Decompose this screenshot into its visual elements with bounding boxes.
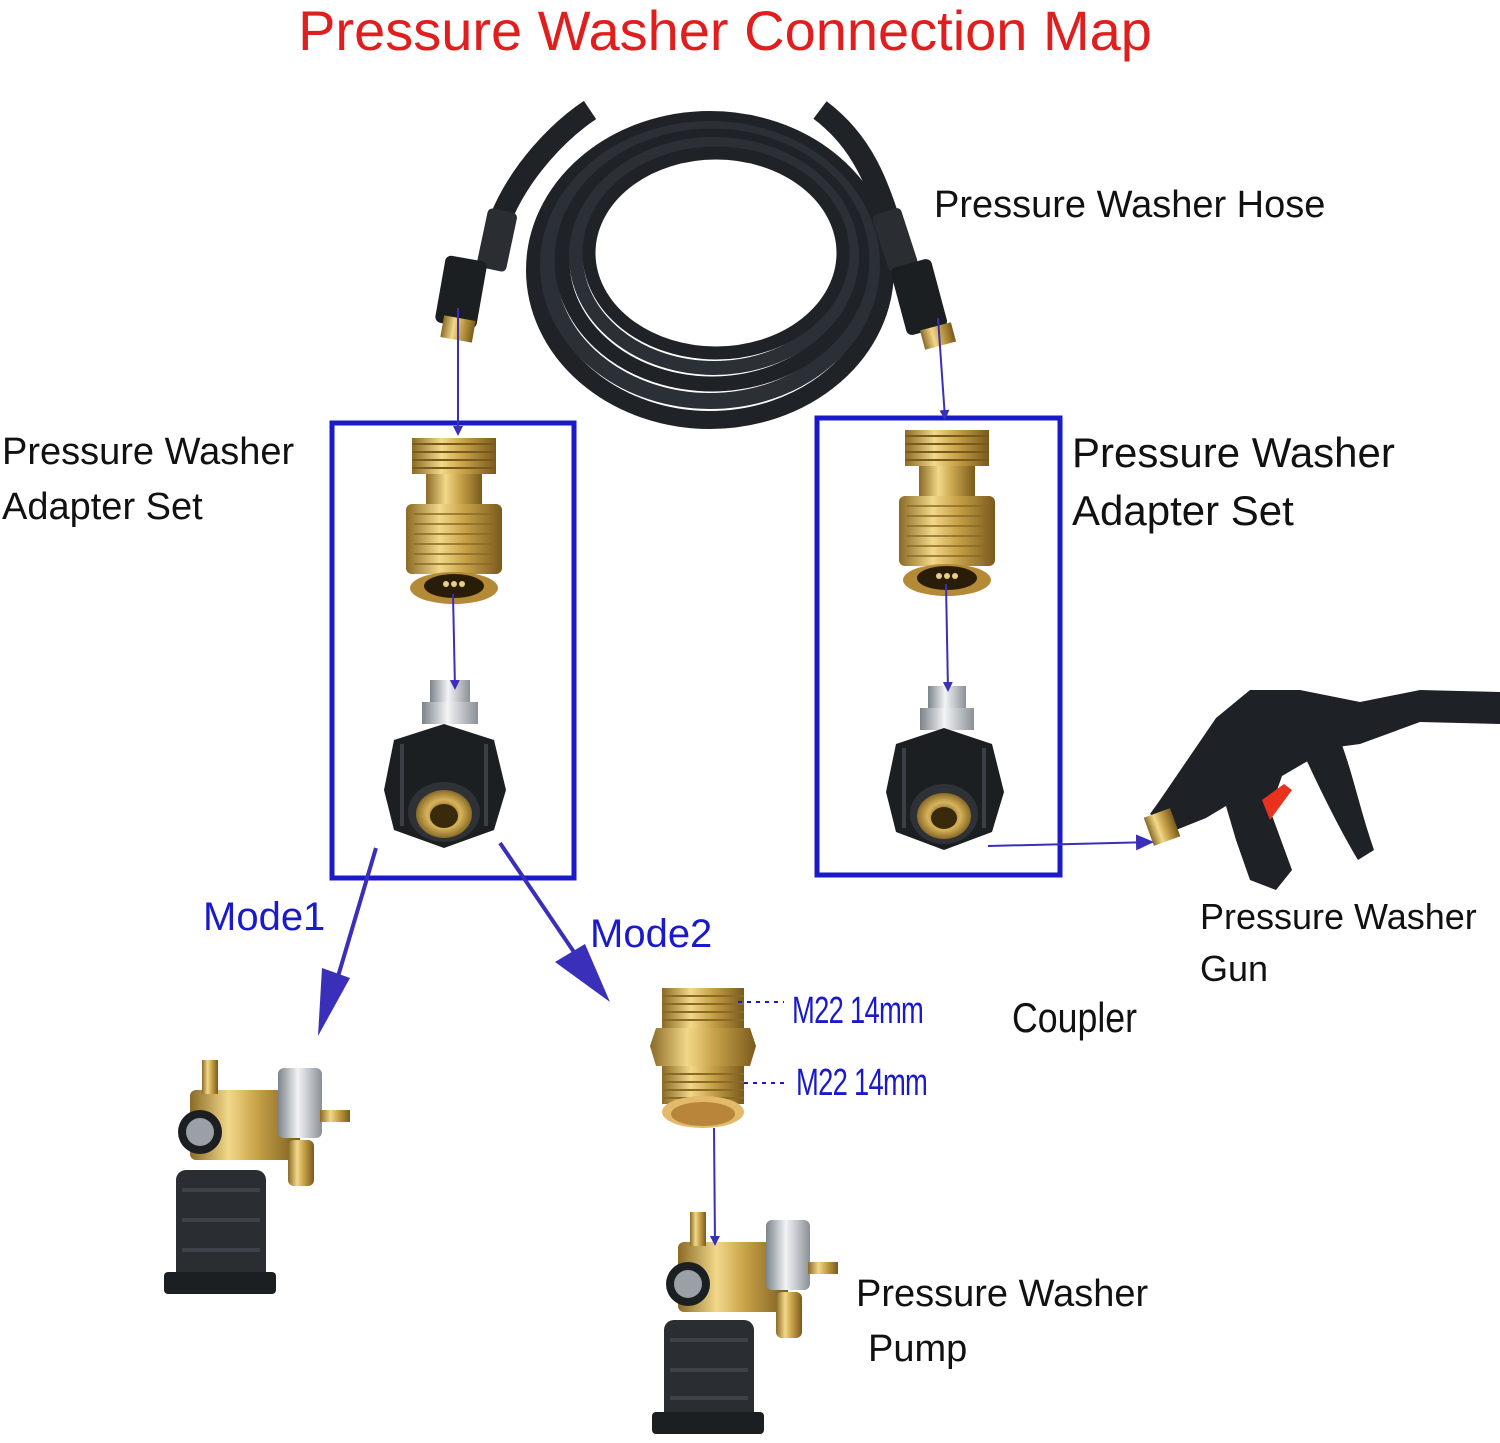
pressure-washer-pump-mode1 — [164, 1060, 350, 1294]
dimension-bottom-label: M22 14mm — [796, 1062, 928, 1104]
pump-label-line1: Pressure Washer — [856, 1273, 1149, 1315]
brass-quick-coupler-right — [899, 430, 995, 596]
brass-m22-coupler — [650, 988, 756, 1128]
pressure-washer-hose — [435, 100, 957, 429]
adapter-left-label-line2: Adapter Set — [2, 486, 203, 528]
m22-black-adapter-right — [886, 686, 1004, 850]
hose-label: Pressure Washer Hose — [934, 184, 1326, 226]
mode1-label: Mode1 — [203, 895, 326, 939]
arrow-mode1 — [318, 847, 378, 1036]
hose-left-end-fitting — [435, 208, 517, 343]
adapter-set-right-frame — [814, 415, 1063, 878]
m22-black-adapter-left — [384, 680, 506, 848]
arrow-adapter-to-gun — [987, 834, 1154, 851]
adapter-right-label-line2: Adapter Set — [1072, 487, 1294, 534]
arrow-mode2 — [498, 841, 610, 1002]
adapter-right-label-line1: Pressure Washer — [1072, 429, 1395, 476]
adapter-left-label-line1: Pressure Washer — [2, 431, 295, 473]
gun-label-line1: Pressure Washer — [1200, 896, 1477, 937]
arrow-coupler-to-pump — [709, 1127, 720, 1246]
gun-label-line2: Gun — [1200, 948, 1269, 989]
pump-label-line2: Pump — [868, 1328, 968, 1370]
brass-quick-coupler-left — [406, 438, 502, 604]
arrow-right-coupler-to-adapter — [942, 583, 953, 692]
dimension-top-label: M22 14mm — [792, 990, 924, 1032]
adapter-set-left-frame — [329, 420, 577, 881]
hose-right-end-fitting — [872, 208, 957, 350]
arrow-hose-to-right-adapter — [937, 317, 950, 420]
arrow-left-coupler-to-adapter — [449, 593, 460, 690]
coupler-label: Coupler — [1012, 994, 1138, 1041]
diagram-title: Pressure Washer Connection Map — [298, 0, 1152, 62]
mode2-label: Mode2 — [590, 912, 713, 956]
pressure-washer-gun — [1143, 690, 1500, 890]
pressure-washer-pump-mode2 — [652, 1212, 838, 1434]
